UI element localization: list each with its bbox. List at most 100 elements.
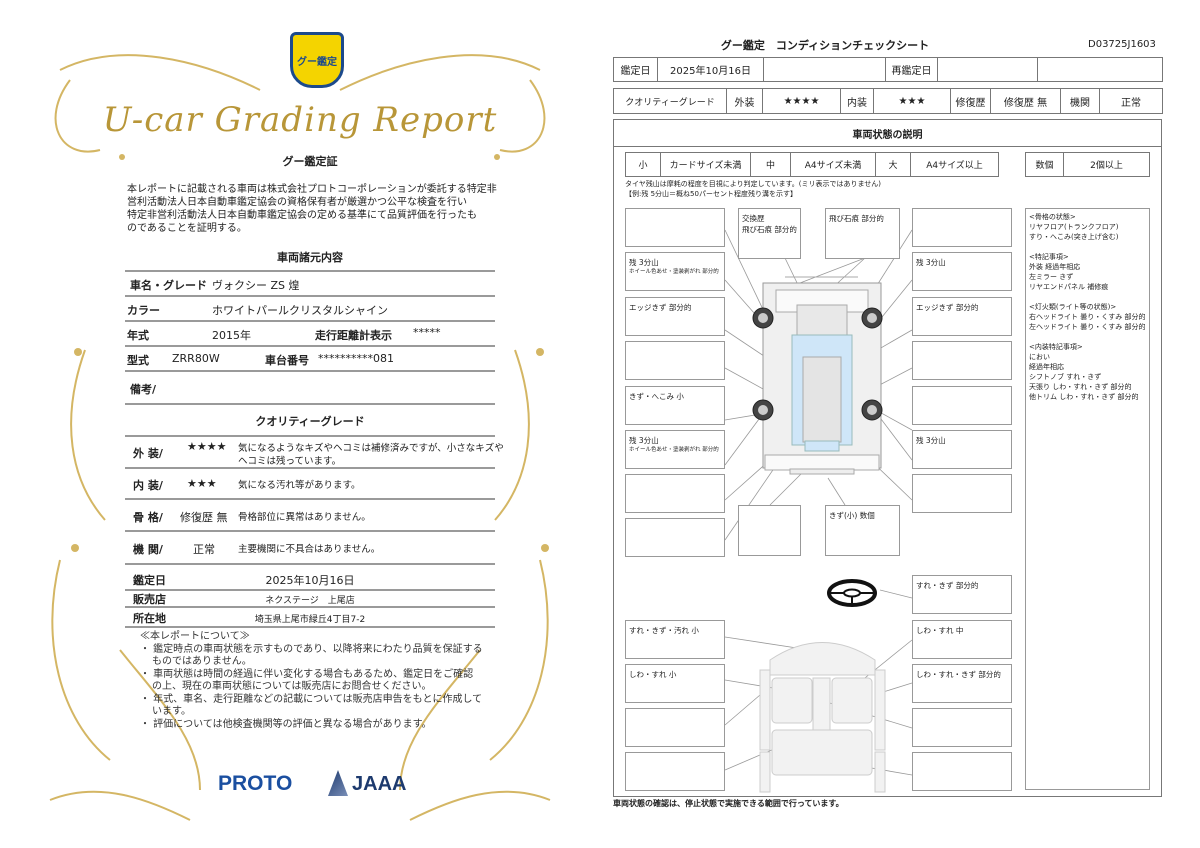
condition-box <box>912 474 1012 513</box>
grade-title: クオリティーグレード <box>255 415 365 428</box>
gold-ornament-frame <box>49 54 551 821</box>
condition-text: きず(小) 数個 <box>829 511 875 520</box>
condition-box: 残 3分山 <box>912 252 1012 291</box>
color-value: ホワイトパールクリスタルシャイン <box>212 304 388 317</box>
grade-value: ★★★ <box>187 477 217 490</box>
note-line: <灯火類(ライト等の状態)> <box>1029 303 1117 311</box>
condition-text: しわ・すれ・きず 部分的 <box>916 670 1001 679</box>
mileage-value: ***** <box>413 326 441 339</box>
tire-note: タイヤ残山は摩耗の程度を目視により判定しています。(ミリ表示ではありません)【例… <box>625 180 881 198</box>
sheet-title: グー鑑定 コンディションチェックシート <box>720 39 930 52</box>
specs-title: 車両諸元内容 <box>277 251 343 264</box>
gu-kantei-badge: グー鑑定 <box>290 32 344 88</box>
condition-box <box>625 474 725 513</box>
grade-value: 修復歴 無 <box>180 511 228 524</box>
divider <box>125 467 495 469</box>
note-line: リヤフロア(トランクフロア) <box>1029 223 1119 231</box>
car-interior-view <box>759 642 886 793</box>
note-line: すり・へこみ(突き上げ含む) <box>1029 233 1119 241</box>
note-line: シフトノブ すれ・きず <box>1029 373 1102 381</box>
name-label: 車名・グレード <box>130 279 207 292</box>
remarks-label: 備考/ <box>130 383 157 396</box>
cert-text: 本レポートに記載される車両は株式会社プロトコーポレーションが委託する特定非営利活… <box>127 184 497 234</box>
condition-text: しわ・すれ 中 <box>916 626 964 635</box>
divider <box>125 530 495 532</box>
note-line <box>1029 292 1146 302</box>
document-id: D03725J1603 <box>1088 39 1156 50</box>
shop-label: 販売店 <box>133 593 166 606</box>
condition-section <box>613 119 1162 797</box>
date-label: 鑑定日 <box>133 574 166 587</box>
grade-description: 気になるようなキズやヘコミは補修済みですが、小さなキズや <box>238 443 504 454</box>
condition-box: きず・へこみ 小 <box>625 386 725 425</box>
condition-box: 残 3分山ホイール色あせ・塗装剥がれ 部分的 <box>625 430 725 469</box>
note-line: 経過年相応 <box>1029 363 1064 371</box>
condition-box: 残 3分山 <box>912 430 1012 469</box>
model-value: ZRR80W <box>172 352 220 365</box>
condition-text: 残 3分山 <box>629 258 659 267</box>
model-label: 型式 <box>127 354 149 367</box>
condition-box: しわ・すれ・きず 部分的 <box>912 664 1012 703</box>
address-label: 所在地 <box>133 612 166 625</box>
condition-box: エッジきず 部分的 <box>625 297 725 336</box>
note-line: におい <box>1029 353 1050 361</box>
condition-text: 残 3分山 <box>916 436 946 445</box>
divider <box>125 563 495 565</box>
date-value: 2025年10月16日 <box>265 574 355 587</box>
condition-box <box>625 708 725 747</box>
jaaa-logo: JAAA <box>352 773 407 795</box>
grade-cell: 正常 <box>1099 88 1163 114</box>
condition-box: すれ・きず・汚れ 小 <box>625 620 725 659</box>
name-value: ヴォクシー ZS 煌 <box>212 279 300 292</box>
note-line: 他トリム しわ・すれ・きず 部分的 <box>1029 393 1139 401</box>
footer-note: 車両状態の確認は、停止状態で実施できる範囲で行っています。 <box>613 799 844 808</box>
condition-text: ホイール色あせ・塗装剥がれ 部分的 <box>629 447 719 454</box>
condition-box <box>912 708 1012 747</box>
notes-panel: <骨格の状態> リヤフロア(トランクフロア) すり・へこみ(突き上げ含む) <特記事項… <box>1025 208 1150 790</box>
steering-wheel-icon <box>827 579 877 607</box>
shop-value: ネクステージ 上尾店 <box>265 596 355 606</box>
color-label: カラー <box>127 304 160 317</box>
report-notes: ≪本レポートについて≫ ・ 鑑定時点の車両状態を示すものであり、以降将来にわたり… <box>140 631 483 730</box>
condition-box: すれ・きず 部分的 <box>912 575 1012 614</box>
chassis-value: **********081 <box>318 352 394 365</box>
note-line: 左ヘッドライト 曇り・くすみ 部分的 <box>1029 323 1146 331</box>
condition-text: 交換歴 <box>742 214 765 223</box>
cert-title: グー鑑定証 <box>282 155 338 168</box>
condition-box <box>625 208 725 247</box>
note-line: 天張り しわ・すれ・きず 部分的 <box>1029 383 1132 391</box>
condition-box <box>738 505 801 556</box>
condition-box: エッジきず 部分的 <box>912 297 1012 336</box>
condition-box <box>625 518 725 557</box>
note-line: <特記事項> <box>1029 253 1069 261</box>
mileage-label: 走行距離計表示 <box>315 329 392 342</box>
report-title: U-car Grading Report <box>102 100 498 140</box>
note-line: <骨格の状態> <box>1029 213 1076 221</box>
condition-box: きず(小) 数個 <box>825 505 900 556</box>
note-line: リヤエンドパネル 補修痕 <box>1029 283 1109 291</box>
grade-label: 内 装/ <box>133 479 163 492</box>
grade-description: ヘコミは残っています。 <box>238 456 342 467</box>
condition-box: 飛び石痕 部分的 <box>825 208 900 259</box>
condition-box <box>912 752 1012 791</box>
note-line: 右ヘッドライト 曇り・くすみ 部分的 <box>1029 313 1146 321</box>
condition-text: きず・へこみ 小 <box>629 392 684 401</box>
condition-text: すれ・きず・汚れ 小 <box>629 626 699 635</box>
grade-description: 骨格部位に異常はありません。 <box>238 512 371 523</box>
divider <box>125 498 495 500</box>
section-title: 車両状態の説明 <box>852 130 923 141</box>
proto-logo: PROTO <box>218 772 293 795</box>
condition-box: 残 3分山ホイール色あせ・塗装剥がれ 部分的 <box>625 252 725 291</box>
condition-box <box>912 341 1012 380</box>
condition-text: エッジきず 部分的 <box>916 303 979 312</box>
condition-text: エッジきず 部分的 <box>629 303 692 312</box>
condition-box <box>912 386 1012 425</box>
address-value: 埼玉県上尾市緑丘4丁目7-2 <box>254 615 366 625</box>
grade-value: 正常 <box>193 543 215 556</box>
year-label: 年式 <box>127 329 149 342</box>
year-value: 2015年 <box>212 329 251 342</box>
condition-box <box>912 208 1012 247</box>
grade-label: 外 装/ <box>133 447 163 460</box>
header-cell <box>1037 57 1163 82</box>
